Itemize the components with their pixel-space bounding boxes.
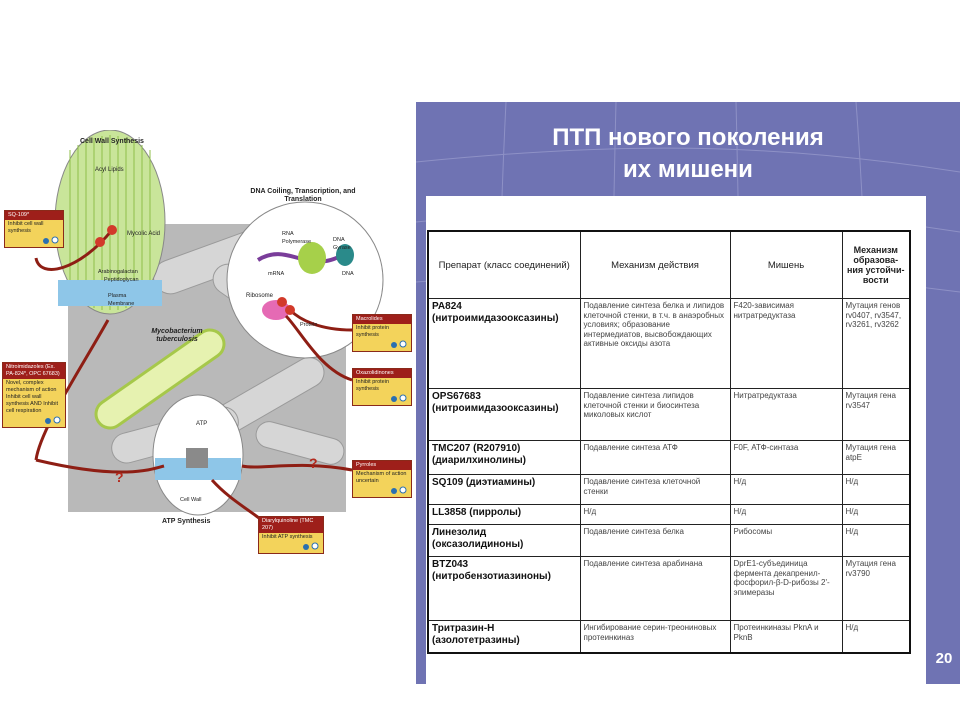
table-header-row: Препарат (класс соединений) Механизм дей… <box>427 230 911 299</box>
question-mark-right: ? <box>309 455 318 471</box>
cell-resistance: Мутация гена atpE <box>841 440 911 475</box>
tb-drug-mechanism-diagram: Cell Wall Synthesis Acyl Lipids Mycolic … <box>0 129 416 580</box>
table-row: PA824 (нитроимидазооксазины) Подавление … <box>427 298 911 389</box>
label-peptidoglycan: Peptidoglycan <box>104 277 139 283</box>
callout-oxazolidinones: Oxazolidinones Inhibit protein synthesis <box>352 368 412 406</box>
label-mycobacterium: Mycobacterium tuberculosis <box>151 328 203 343</box>
cell-drug: OPS67683 (нитроимидазооксазины) <box>427 388 581 441</box>
cell-resistance: Н/д <box>841 474 911 505</box>
callout-sq109: SQ-109* Inhibit cell wall synthesis <box>4 210 64 248</box>
pill-icon <box>45 416 61 424</box>
label-mrna: mRNA <box>268 271 285 277</box>
page-number: 20 <box>935 650 953 667</box>
cell-target: Н/д <box>729 474 843 505</box>
label-arabinogalactan: Arabinogalactan <box>98 269 138 275</box>
table-container: Препарат (класс соединений) Механизм дей… <box>426 196 926 684</box>
callout-head: SQ-109* <box>5 211 63 220</box>
table-row: Тритразин-Н (азолотетразины) Ингибирован… <box>427 620 911 653</box>
cell-mechanism: Подавление синтеза белка и липидов клето… <box>579 298 731 389</box>
callout-pyrroles: Pyrroles Mechanism of action uncertain <box>352 460 412 498</box>
header-resistance: Механизм образова-ния устойчи-вости <box>841 230 911 299</box>
label-cell-wall: Cell Wall <box>180 497 202 503</box>
label-atp: ATP <box>196 421 208 427</box>
callout-head: Diarylquinoline (TMC 207) <box>259 517 323 533</box>
cell-mechanism: Подавление синтеза белка <box>579 524 731 557</box>
callout-head: Macrolides <box>353 315 411 324</box>
cell-mechanism: Подавление синтеза клеточной стенки <box>579 474 731 505</box>
callout-body: Mechanism of action uncertain <box>356 471 407 484</box>
label-dna-coiling: DNA Coiling, Transcription, and Translat… <box>250 188 356 203</box>
label-atp-synthesis: ATP Synthesis <box>162 518 211 525</box>
callout-body: Novel, complex mechanism of action Inhib… <box>6 380 58 414</box>
cell-drug: BTZ043 (нитробензотиазиноны) <box>427 556 581 621</box>
pill-icon <box>303 542 319 550</box>
callout-body: Inhibit cell wall synthesis <box>8 221 44 234</box>
table-row: BTZ043 (нитробензотиазиноны) Подавление … <box>427 556 911 621</box>
label-acyl-lipids: Acyl Lipids <box>95 167 124 173</box>
pill-icon <box>391 340 407 348</box>
callout-body: Inhibit ATP synthesis <box>262 534 313 540</box>
cell-resistance: Н/д <box>841 620 911 653</box>
diagram-artwork <box>34 129 384 527</box>
cell-target: F0F, АТФ-синтаза <box>729 440 843 475</box>
header-mechanism: Механизм действия <box>579 230 731 299</box>
table-row: TMC207 (R207910) (диарилхинолины) Подавл… <box>427 440 911 475</box>
callout-head: Nitroimidazoles (Ex. PA-824*, OPC 67683) <box>3 363 65 379</box>
table-row: SQ109 (диэтиамины) Подавление синтеза кл… <box>427 474 911 505</box>
table-row: Линезолид (оксазолидиноны) Подавление си… <box>427 524 911 557</box>
callout-macrolides: Macrolides Inhibit protein synthesis <box>352 314 412 352</box>
cell-drug: Линезолид (оксазолидиноны) <box>427 524 581 557</box>
question-mark-left: ? <box>115 469 124 485</box>
label-dna-gyrase: DNA Gyrase <box>333 237 351 251</box>
table-row: LL3858 (пирролы) Н/д Н/д Н/д <box>427 504 911 525</box>
pill-icon <box>43 236 59 244</box>
cell-resistance: Мутация гена rv3790 <box>841 556 911 621</box>
cell-target: Протеинкиназы PknA и PknB <box>729 620 843 653</box>
cell-drug: PA824 (нитроимидазооксазины) <box>427 298 581 389</box>
label-protein: Protein <box>300 322 318 328</box>
table-row: OPS67683 (нитроимидазооксазины) Подавлен… <box>427 388 911 441</box>
cell-drug: LL3858 (пирролы) <box>427 504 581 525</box>
slide-panel: ПТП нового поколения их мишени Препарат … <box>416 102 960 684</box>
callout-diarylquinoline: Diarylquinoline (TMC 207) Inhibit ATP sy… <box>258 516 324 554</box>
slide-title: ПТП нового поколения их мишени <box>416 122 960 186</box>
cell-resistance: Мутация генов rv0407, rv3547, rv3261, rv… <box>841 298 911 389</box>
cell-target: DprE1-субъединица фермента декапренил-фо… <box>729 556 843 621</box>
slide-title-line-2: их мишени <box>623 156 753 183</box>
label-rna-polymerase: RNA Polymerase <box>282 231 312 245</box>
cell-target: Н/д <box>729 504 843 525</box>
cell-mechanism: Н/д <box>579 504 731 525</box>
callout-nitroimidazoles: Nitroimidazoles (Ex. PA-824*, OPC 67683)… <box>2 362 66 428</box>
header-drug: Препарат (класс соединений) <box>427 230 581 299</box>
callout-head: Pyrroles <box>353 461 411 470</box>
cell-mechanism: Подавление синтеза АТФ <box>579 440 731 475</box>
header-target: Мишень <box>729 230 843 299</box>
drug-targets-table: Препарат (класс соединений) Механизм дей… <box>427 230 911 654</box>
label-plasma-membrane: Plasma Membrane <box>108 293 135 307</box>
cell-mechanism: Подавление синтеза арабинана <box>579 556 731 621</box>
cell-drug: TMC207 (R207910) (диарилхинолины) <box>427 440 581 475</box>
label-cell-wall-synthesis: Cell Wall Synthesis <box>80 138 144 145</box>
slide-title-line-1: ПТП нового поколения <box>552 124 824 151</box>
label-dna: DNA <box>342 271 354 277</box>
cell-drug: Тритразин-Н (азолотетразины) <box>427 620 581 653</box>
cell-resistance: Мутация гена rv3547 <box>841 388 911 441</box>
cell-mechanism: Подавление синтеза липидов клеточной сте… <box>579 388 731 441</box>
callout-body: Inhibit protein synthesis <box>356 325 390 338</box>
callout-body: Inhibit protein synthesis <box>356 379 390 392</box>
cell-mechanism: Ингибирование серин-треониновых протеинк… <box>579 620 731 653</box>
cell-drug: SQ109 (диэтиамины) <box>427 474 581 505</box>
pill-icon <box>391 394 407 402</box>
pill-icon <box>391 486 407 494</box>
cell-target: Рибосомы <box>729 524 843 557</box>
label-ribosome: Ribosome <box>246 293 274 299</box>
callout-head: Oxazolidinones <box>353 369 411 378</box>
cell-target: F420-зависимая нитратредуктаза <box>729 298 843 389</box>
cell-target: Нитратредуктаза <box>729 388 843 441</box>
cell-resistance: Н/д <box>841 504 911 525</box>
cell-resistance: Н/д <box>841 524 911 557</box>
label-mycolic-acid: Mycolic Acid <box>127 231 161 237</box>
